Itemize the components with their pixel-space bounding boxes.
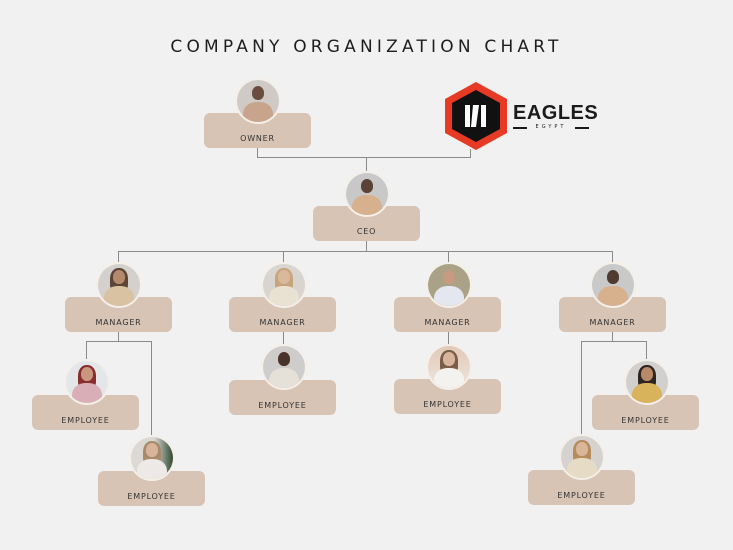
connector	[86, 341, 87, 359]
node-label: EMPLOYEE	[621, 416, 670, 425]
manager-avatar	[426, 262, 472, 308]
node-label: EMPLOYEE	[61, 416, 110, 425]
connector	[257, 157, 471, 158]
connector	[257, 148, 258, 158]
owner-avatar	[235, 78, 281, 124]
chart-title: COMPANY ORGANIZATION CHART	[170, 37, 563, 57]
connector	[118, 251, 613, 252]
node-label: MANAGER	[259, 318, 306, 327]
connector	[448, 251, 449, 263]
logo-bar-right	[575, 127, 589, 129]
connector	[581, 341, 582, 435]
logo-subtitle: EGYPT	[535, 124, 567, 130]
employee-avatar	[64, 359, 110, 405]
eagles-logo-icon	[445, 82, 507, 150]
connector	[86, 341, 152, 342]
connector	[646, 341, 647, 359]
node-label: EMPLOYEE	[423, 400, 472, 409]
employee-avatar	[624, 359, 670, 405]
manager-node[interactable]: MANAGER	[65, 297, 172, 332]
connector	[283, 251, 284, 263]
employee-node[interactable]: EMPLOYEE	[229, 380, 336, 415]
owner-node[interactable]: OWNER	[204, 113, 311, 148]
connector	[612, 332, 613, 341]
manager-avatar	[261, 262, 307, 308]
connector	[283, 332, 284, 345]
employee-avatar	[426, 344, 472, 390]
employee-avatar	[559, 434, 605, 480]
employee-node[interactable]: EMPLOYEE	[528, 470, 635, 505]
connector	[366, 240, 367, 251]
employee-avatar	[129, 435, 175, 481]
connector	[581, 341, 647, 342]
node-label: EMPLOYEE	[557, 491, 606, 500]
connector	[470, 149, 471, 158]
node-label: CEO	[356, 227, 377, 236]
connector	[118, 251, 119, 263]
node-label: OWNER	[240, 134, 275, 143]
connector	[612, 251, 613, 263]
node-label: MANAGER	[424, 318, 471, 327]
connector	[366, 157, 367, 171]
node-label: MANAGER	[589, 318, 636, 327]
connector	[151, 341, 152, 435]
connector	[448, 332, 449, 345]
manager-avatar	[96, 262, 142, 308]
employee-avatar	[261, 344, 307, 390]
node-label: EMPLOYEE	[127, 492, 176, 501]
ceo-avatar	[344, 171, 390, 217]
connector	[118, 332, 119, 341]
logo-wordmark: EAGLES	[513, 102, 599, 124]
node-label: EMPLOYEE	[258, 401, 307, 410]
node-label: MANAGER	[95, 318, 142, 327]
manager-avatar	[590, 262, 636, 308]
logo-bar-left	[513, 127, 527, 129]
